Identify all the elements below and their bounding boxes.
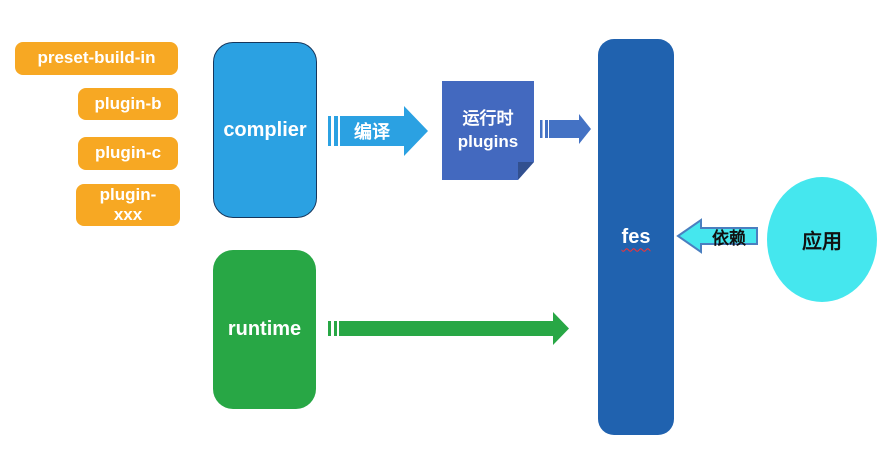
app-label: 应用: [802, 231, 842, 253]
chip-plugin-c: plugin-c: [78, 137, 178, 170]
folded-corner-icon: [518, 162, 534, 180]
runtime-plugins-label: 运行时 plugins: [457, 108, 519, 151]
compile-arrow-icon: [328, 106, 428, 156]
complier-label: complier: [223, 118, 307, 141]
node-app: 应用: [767, 177, 877, 302]
runtime-label: runtime: [227, 318, 302, 340]
depends-arrow-icon: [676, 218, 758, 254]
chip-plugin-xxx: plugin- xxx: [76, 184, 180, 226]
plugins-to-fes-arrow-icon: [540, 114, 591, 144]
node-fes: fes: [598, 39, 674, 435]
node-runtime-plugins: 运行时 plugins: [442, 81, 534, 180]
chip-preset-build-in: preset-build-in: [15, 42, 178, 75]
chip-plugin-b: plugin-b: [78, 88, 178, 120]
fes-label: fes: [621, 225, 651, 248]
node-complier: complier: [213, 42, 317, 218]
node-runtime: runtime: [213, 250, 316, 409]
depends-arrow-label: 依赖: [712, 228, 746, 248]
compile-arrow-label: 编译: [354, 122, 390, 142]
runtime-to-fes-arrow-icon: [328, 312, 569, 345]
